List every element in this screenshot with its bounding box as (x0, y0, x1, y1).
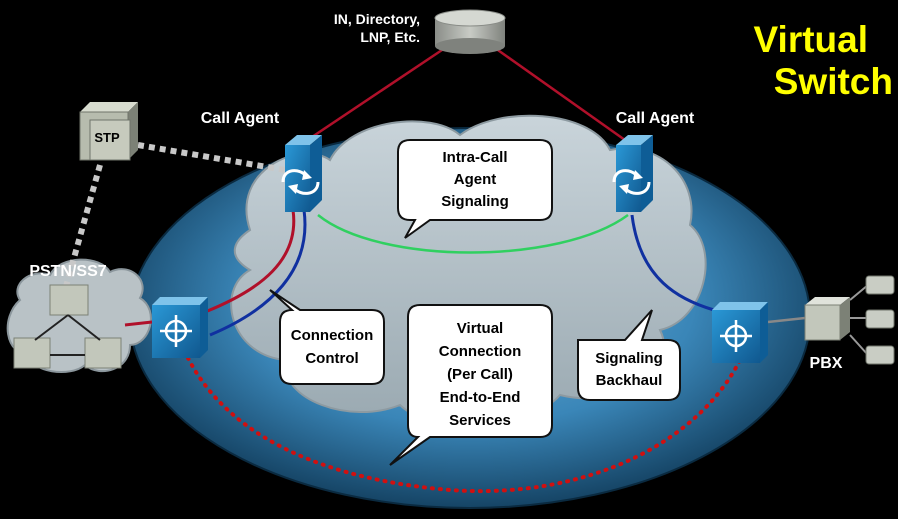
stp-icon (79, 102, 138, 161)
stp-label: STP (94, 130, 120, 145)
callout-signaling-backhaul (577, 309, 681, 401)
virtual-connection-line2: Connection (439, 343, 522, 360)
callout-connection-control (269, 289, 385, 385)
signaling-backhaul-line2: Backhaul (596, 372, 663, 389)
virtual-connection-line3: (Per Call) (447, 366, 513, 383)
virtual-connection-line5: Services (449, 412, 511, 429)
backhaul-blue (630, 214, 715, 312)
db-link-left (299, 46, 446, 147)
database-label-line1: IN, Directory, (334, 11, 420, 27)
database-label-line2: LNP, Etc. (360, 29, 420, 45)
virtual-connection-line1: Virtual (457, 320, 503, 337)
switch-icon (152, 297, 208, 358)
signaling-backhaul-line1: Signaling (595, 350, 663, 367)
agent-switch-blue (209, 209, 307, 337)
db-link-right (494, 46, 633, 147)
intra-agent-link (317, 213, 629, 254)
pstn-switch-icon (13, 284, 122, 369)
pbx-icon (804, 297, 850, 341)
intra-call-line3: Signaling (441, 193, 509, 210)
virtual-connection-path (186, 356, 742, 494)
phone-lines (849, 284, 869, 356)
callout-intra-call (397, 139, 553, 239)
pbx-label: PBX (810, 355, 843, 372)
connection-control-line1: Connection (291, 327, 374, 344)
call-agent-icon (612, 135, 653, 212)
call-agent-right-label: Call Agent (616, 110, 695, 127)
title-line2: Switch (774, 61, 893, 102)
title-line1: Virtual (754, 19, 868, 60)
switch-icon (712, 302, 768, 363)
switch-pbx-link (767, 316, 806, 324)
pstn-switch-link (124, 320, 153, 327)
connection-control-line2: Control (305, 350, 358, 367)
pstn-label: PSTN/SS7 (29, 263, 106, 280)
stp-link-agent (137, 142, 286, 173)
call-agent-icon (281, 135, 322, 212)
callout-virtual-connection (389, 304, 553, 466)
agent-switch-red (204, 209, 296, 314)
virtual-connection-line4: End-to-End (440, 389, 521, 406)
database-icon (434, 9, 506, 54)
phone-icon (865, 275, 895, 365)
call-agent-left-label: Call Agent (201, 110, 280, 127)
intra-call-line1: Intra-Call (442, 149, 507, 166)
intra-call-line2: Agent (454, 171, 497, 188)
